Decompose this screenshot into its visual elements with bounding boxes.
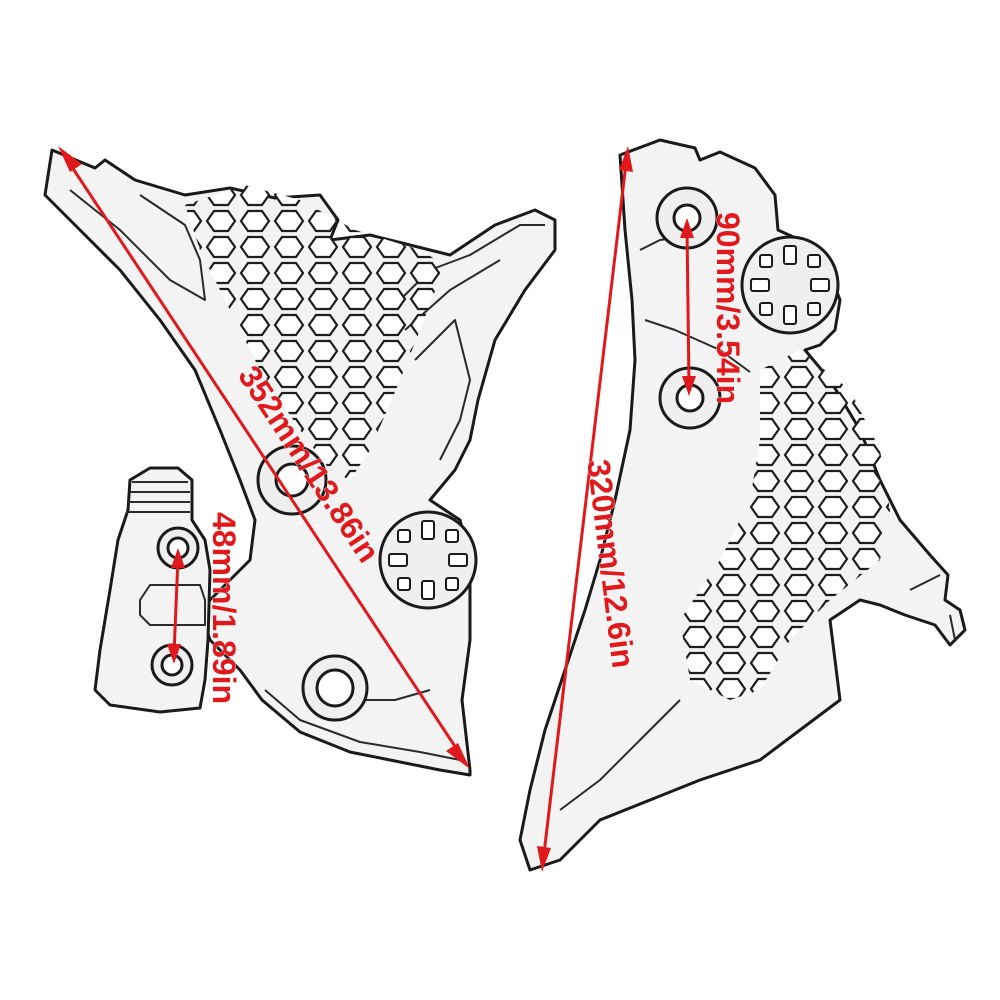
dimension-annotations: 352mm/13.86in 320mm/12.6in 90mm/3.54in 4… xyxy=(58,146,746,872)
left-length-arrow-start xyxy=(58,146,82,172)
left-guard-vent-slots xyxy=(388,520,468,600)
left-hole-spacing-arrow-start xyxy=(171,548,185,568)
left-guard-ridge xyxy=(69,189,206,301)
small-bracket xyxy=(93,466,212,714)
left-length-line xyxy=(62,154,466,761)
right-length-arrow-end xyxy=(537,846,551,872)
right-hole-spacing-arrow-end xyxy=(682,376,696,396)
left-hole-spacing-line xyxy=(172,557,180,655)
right-guard-edge xyxy=(559,234,956,811)
left-frame-guard xyxy=(43,148,557,777)
left-hole-spacing-arrow-end xyxy=(167,644,181,664)
right-length-line xyxy=(541,154,629,863)
small-bracket-ribs xyxy=(126,481,190,513)
right-hole-spacing-arrow-start xyxy=(680,218,694,238)
small-bracket-body xyxy=(93,466,212,714)
left-hole-spacing-dimension: 48mm/1.89in xyxy=(167,512,242,704)
right-guard-vent-slots xyxy=(750,245,830,325)
left-guard-lower-hole xyxy=(315,668,355,708)
right-hole-spacing-line xyxy=(685,227,691,387)
right-frame-guard xyxy=(518,138,967,872)
right-length-arrow-start xyxy=(619,146,633,172)
left-length-arrow-end xyxy=(446,743,470,769)
small-bracket-slot xyxy=(139,584,206,626)
right-hole-spacing-dimension: 90mm/3.54in xyxy=(680,212,746,404)
left-hole-spacing-label: 48mm/1.89in xyxy=(206,512,242,704)
right-hole-spacing-label: 90mm/3.54in xyxy=(710,212,746,404)
